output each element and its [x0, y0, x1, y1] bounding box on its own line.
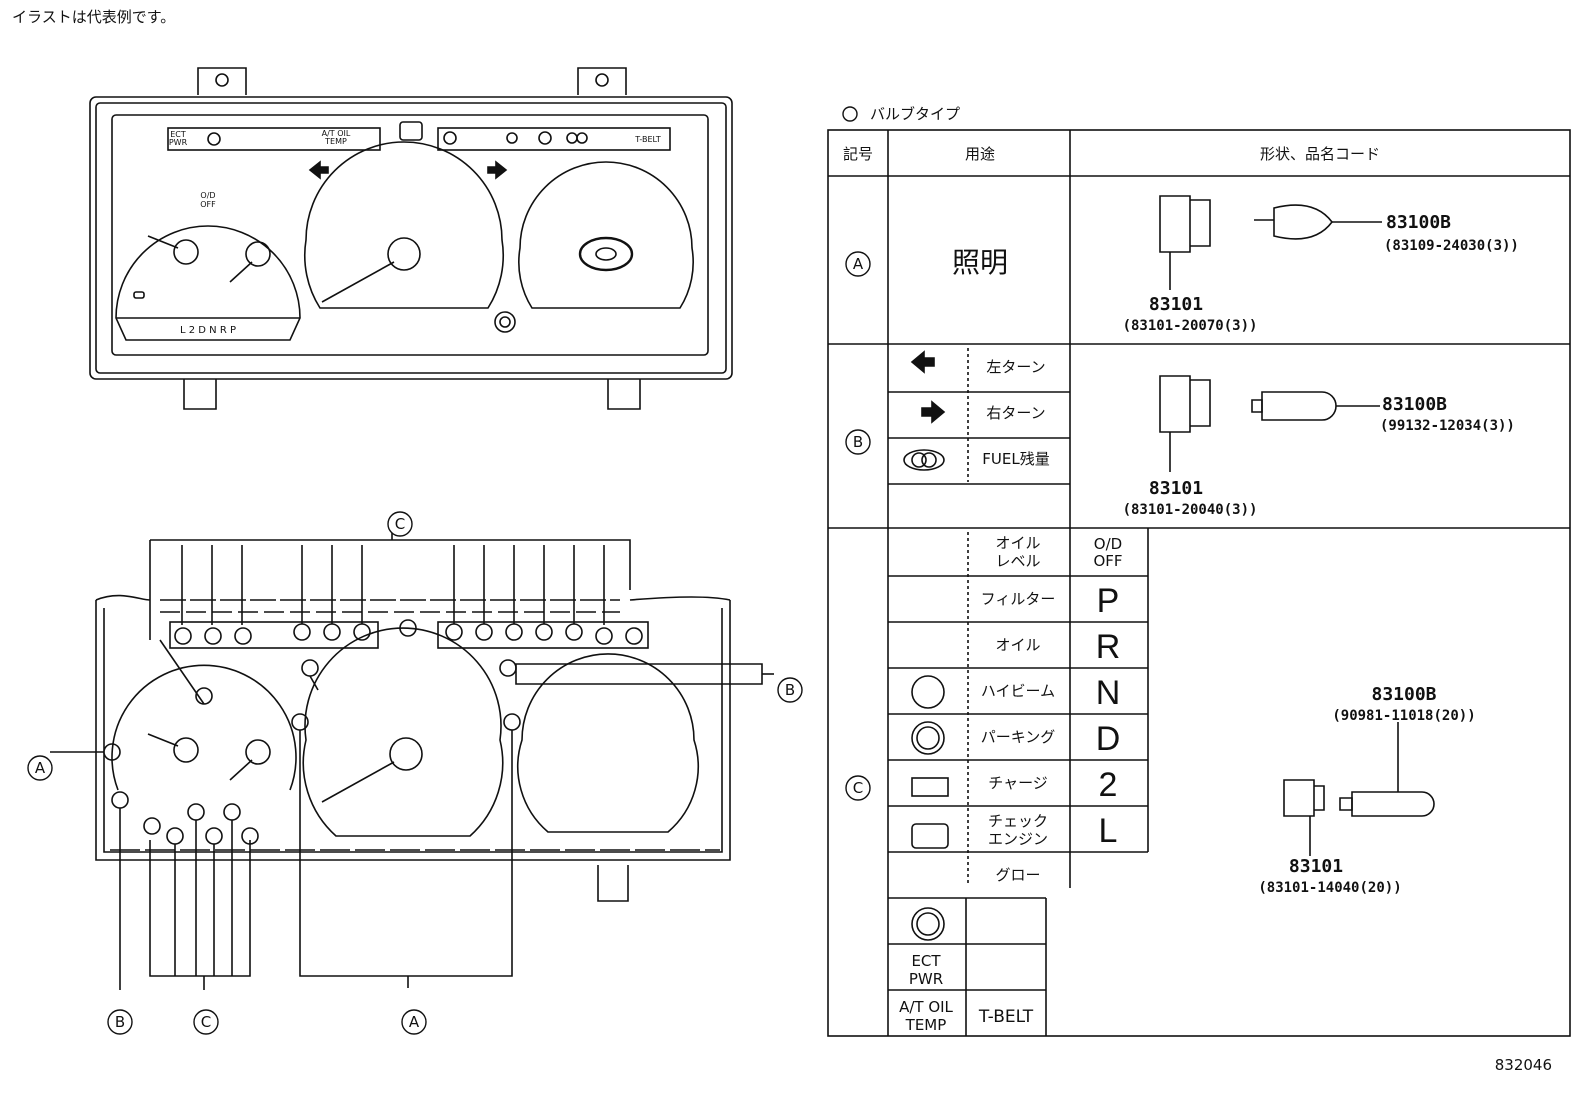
row-c-oil: オイル — [995, 636, 1040, 654]
row-c-bulb-code: 83100B — [1371, 684, 1436, 705]
row-c-check-1: チェック — [988, 812, 1048, 830]
socket-dots — [103, 619, 643, 845]
tbelt-label: T-BELT — [634, 135, 661, 144]
figure-id: 832046 — [1494, 1056, 1552, 1074]
row-b-usage-left-turn: 左ターン — [986, 358, 1045, 376]
od-label-2: OFF — [200, 200, 216, 209]
row-b-usage-right-turn: 右ターン — [986, 404, 1045, 422]
row-c-charge: チャージ — [988, 774, 1048, 792]
row-c-bulb-part: (90981-11018(20)) — [1332, 708, 1475, 724]
row-a-socket-part: (83101-20070(3)) — [1123, 318, 1258, 334]
callout-a-left: A — [35, 759, 46, 777]
row-b-usage-fuel: FUEL残量 — [982, 450, 1049, 468]
row-c-oil-level-1: オイル — [995, 534, 1040, 552]
extra-temp: TEMP — [905, 1016, 947, 1034]
extra-ect: ECT — [911, 952, 941, 970]
gear-p: P — [1097, 582, 1120, 620]
row-c-socket-code: 83101 — [1289, 856, 1343, 877]
gear-od: O/D — [1094, 535, 1122, 553]
header-usage: 用途 — [965, 145, 995, 163]
callouts — [27, 106, 871, 1035]
gear-n: N — [1096, 674, 1121, 712]
illustration-note: イラストは代表例です。 — [12, 8, 176, 26]
callout-c-bottom: C — [201, 1013, 211, 1031]
row-b-socket-code: 83101 — [1149, 478, 1203, 499]
gear-2: 2 — [1099, 766, 1118, 804]
row-c-high-beam: ハイビーム — [981, 682, 1055, 700]
row-b-bulb-part: (99132-12034(3)) — [1380, 418, 1515, 434]
callout-a-bottom: A — [409, 1013, 420, 1031]
row-a-symbol: A — [853, 255, 864, 273]
callout-labels: C B A B C A A B C — [35, 255, 864, 1031]
row-c-symbol: C — [853, 779, 863, 797]
row-b-bulb-code: 83100B — [1382, 394, 1447, 415]
row-b-socket-part: (83101-20040(3)) — [1123, 502, 1258, 518]
atoil-label-1: A/T OIL — [322, 129, 351, 138]
extra-pwr: PWR — [909, 970, 943, 988]
ect-label-1: ECT — [170, 130, 186, 139]
header-symbol: 記号 — [843, 145, 873, 163]
extra-atoil: A/T OIL — [899, 998, 953, 1016]
gear-off: OFF — [1093, 552, 1122, 570]
gear-l: L — [1099, 812, 1118, 850]
gear-r: R — [1096, 628, 1121, 666]
row-a-socket-code: 83101 — [1149, 294, 1203, 315]
row-a-usage: 照明 — [952, 246, 1008, 279]
row-c-socket-part: (83101-14040(20)) — [1258, 880, 1401, 896]
bulb-table — [827, 129, 1571, 1037]
extra-tbelt: T-BELT — [978, 1007, 1034, 1027]
header-shape-code: 形状、品名コード — [1260, 145, 1380, 163]
callout-c-top: C — [395, 515, 405, 533]
row-a-bulb-part: (83109-24030(3)) — [1384, 238, 1519, 254]
callout-b-bottom: B — [115, 1013, 125, 1031]
ect-label-2: PWR — [169, 138, 188, 147]
cluster-front-view — [89, 67, 733, 410]
row-c-parking: パーキング — [981, 728, 1056, 746]
row-c-oil-level-2: レベル — [995, 552, 1040, 570]
callout-b-right: B — [785, 681, 795, 699]
row-c-filter: フィルター — [981, 590, 1056, 608]
atoil-label-2: TEMP — [324, 137, 347, 146]
row-b-symbol: B — [853, 433, 863, 451]
od-label-1: O/D — [200, 191, 215, 200]
gear-strip: L 2 D N R P — [180, 325, 236, 336]
cluster-rear-view — [50, 530, 774, 990]
row-c-check-2: エンジン — [988, 830, 1048, 848]
gear-d: D — [1096, 720, 1121, 758]
row-a-bulb-code: 83100B — [1386, 212, 1451, 233]
row-c-glow: グロー — [995, 866, 1040, 884]
legend-text: バルブタイプ — [870, 105, 960, 123]
